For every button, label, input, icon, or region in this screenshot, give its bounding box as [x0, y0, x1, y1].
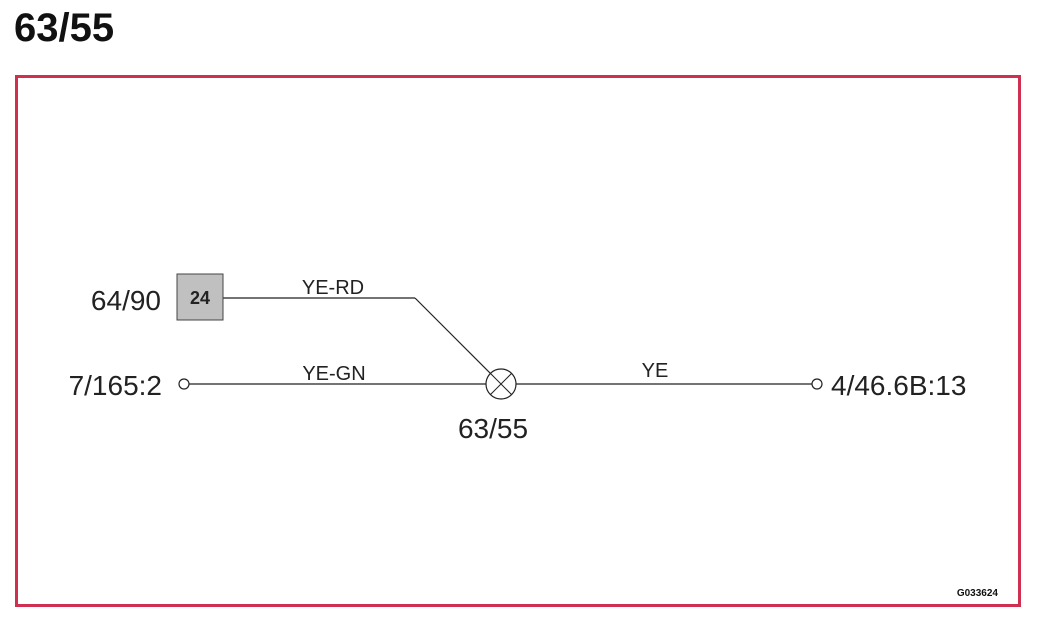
page-title: 63/55	[14, 6, 115, 50]
diagram-frame	[15, 75, 1021, 607]
wire-label-ye-rd: YE-RD	[302, 277, 364, 299]
right-terminal-icon	[811, 378, 823, 390]
connector-ref-label: 64/90	[91, 285, 161, 316]
figure-id: G033624	[957, 588, 999, 599]
wire-label-ye: YE	[642, 360, 669, 382]
right-terminal-label: 4/46.6B:13	[831, 370, 966, 401]
connector-pin-label: 24	[190, 288, 210, 308]
wire-ye-rd-diagonal	[414, 297, 502, 385]
connector-box	[176, 273, 224, 321]
wire-label-ye-gn: YE-GN	[302, 363, 365, 385]
junction-icon	[485, 368, 517, 400]
left-terminal-label: 7/165:2	[69, 370, 162, 401]
left-terminal-icon	[178, 378, 190, 390]
junction-label: 63/55	[458, 413, 528, 444]
